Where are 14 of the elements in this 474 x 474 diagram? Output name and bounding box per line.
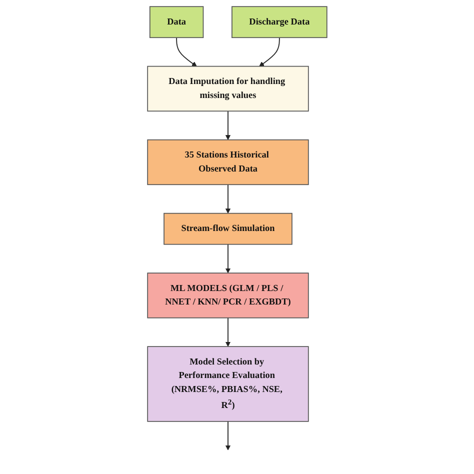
arrow — [258, 37, 280, 67]
arrow — [176, 37, 197, 67]
arrow — [225, 184, 230, 214]
node-box: Discharge Data — [231, 6, 328, 38]
arrow — [225, 317, 230, 347]
node-box: Data — [149, 6, 204, 38]
node-box: Model Selection by Performance Evaluation (NRMSE%, PBIAS%, NSE, R$^{2}$) — [146, 346, 309, 422]
node-box: ML MODELS (GLM / PLS / NNET / KNN/ PCR / EXGBDT) — [146, 272, 309, 318]
arrow — [225, 110, 230, 140]
node-box: Data Imputation for handling missing values — [146, 66, 309, 112]
node-box: Stream-flow Simulation — [163, 212, 292, 245]
arrow — [225, 420, 230, 450]
arrow — [225, 244, 230, 274]
node-box: 35 Stations Historical Observed Data — [146, 139, 309, 186]
